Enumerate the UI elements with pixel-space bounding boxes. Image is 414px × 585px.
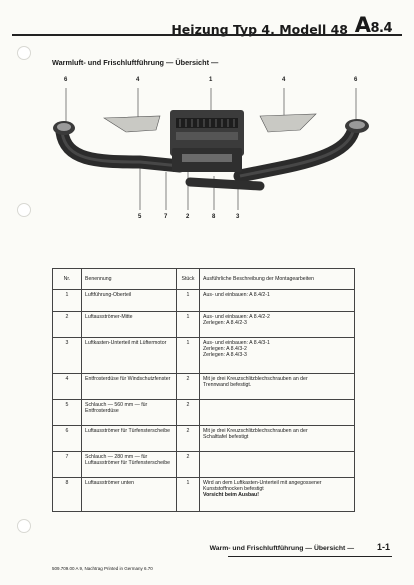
print-info: 509.709.00 A 9, Nachtrag Printed in Germ… [52, 566, 153, 571]
callout-top-1: 1 [209, 77, 213, 83]
row-nr: 4 [52, 373, 82, 400]
row-qty: 1 [176, 289, 200, 312]
row-nr: 5 [52, 399, 82, 426]
row-name: Luftausströmer-Mitte [81, 311, 177, 338]
footer-rule [228, 556, 392, 557]
callout-bottom-7: 7 [164, 214, 168, 220]
row-instructions: Wird an dem Luftkasten-Unterteil mit ang… [199, 477, 355, 512]
row-instructions [199, 399, 355, 426]
section-code-number: 8.4 [370, 21, 392, 36]
row-qty: 1 [176, 477, 200, 512]
section-code: A8.4 [354, 13, 393, 37]
binder-hole [17, 519, 31, 533]
row-nr: 1 [52, 289, 82, 312]
section-subtitle: Warmluft- und Frischluftführung — Übersi… [52, 58, 219, 67]
table-row: 3 Luftkasten-Unterteil mit Lüftermotor 1… [52, 337, 355, 374]
col-header-qty: Stück [176, 268, 200, 290]
table-row: 5 Schlauch — 560 mm — für Entfrosterdüse… [52, 399, 355, 426]
table-row: 7 Schlauch — 280 mm — für Luftausströmer… [52, 451, 355, 478]
row-instructions: Mit je drei Kreuzschlitzblechschrauben a… [199, 425, 355, 452]
table-row: 8 Luftausströmer unten 1 Wird an dem Luf… [52, 477, 355, 512]
row-qty: 2 [176, 451, 200, 478]
header-rule [12, 34, 402, 36]
page-number: 1-1 [376, 542, 390, 552]
footer-title: Warm- und Frischluftführung — Übersicht … [209, 545, 354, 552]
table-row: 1 Luftführung-Oberteil 1 Aus- und einbau… [52, 289, 355, 312]
row-qty: 2 [176, 399, 200, 426]
callout-top-6-left: 6 [64, 77, 68, 83]
row-name: Luftführung-Oberteil [81, 289, 177, 312]
row-name: Luftausströmer für Türfensterscheibe [81, 425, 177, 452]
callout-bottom-5: 5 [138, 214, 142, 220]
table-row: 6 Luftausströmer für Türfensterscheibe 2… [52, 425, 355, 452]
callout-top-6-right: 6 [354, 77, 358, 83]
section-code-letter: A [354, 13, 371, 37]
warning-text: Vorsicht beim Ausbau! [203, 492, 259, 498]
page-title: Heizung Typ 4, Modell 48 [171, 22, 348, 37]
binder-hole [17, 203, 31, 217]
col-header-instructions: Ausführliche Beschreibung der Montagearb… [199, 268, 355, 290]
callout-top-4-left: 4 [136, 77, 140, 83]
row-qty: 1 [176, 337, 200, 374]
row-nr: 2 [52, 311, 82, 338]
row-nr: 6 [52, 425, 82, 452]
row-qty: 2 [176, 425, 200, 452]
row-name: Schlauch — 560 mm — für Entfrosterdüse [81, 399, 177, 426]
callout-bottom-2: 2 [186, 214, 190, 220]
row-name: Luftausströmer unten [81, 477, 177, 512]
row-instructions: Aus- und einbauen: A 8.4/2-1 [199, 289, 355, 312]
row-name: Luftkasten-Unterteil mit Lüftermotor [81, 337, 177, 374]
col-header-name: Benennung [81, 268, 177, 290]
row-nr: 7 [52, 451, 82, 478]
row-nr: 3 [52, 337, 82, 374]
table-row: 2 Luftausströmer-Mitte 1 Aus- und einbau… [52, 311, 355, 338]
heater-duct-illustration [53, 88, 369, 210]
row-name: Schlauch — 280 mm — für Luftausströmer f… [81, 451, 177, 478]
callout-bottom-8: 8 [212, 214, 216, 220]
binder-hole [17, 46, 31, 60]
row-instructions [199, 451, 355, 478]
callout-bottom-3: 3 [236, 214, 240, 220]
row-qty: 1 [176, 311, 200, 338]
row-nr: 8 [52, 477, 82, 512]
row-name: Entfrosterdüse für Windschutzfenster [81, 373, 177, 400]
table-row: 4 Entfrosterdüse für Windschutzfenster 2… [52, 373, 355, 400]
col-header-nr: Nr. [52, 268, 82, 290]
row-instructions: Mit je drei Kreuzschlitzblechschrauben a… [199, 373, 355, 400]
callout-top-4-right: 4 [282, 77, 286, 83]
table-header-row: Nr. Benennung Stück Ausführliche Beschre… [52, 268, 355, 290]
parts-table: Nr. Benennung Stück Ausführliche Beschre… [52, 268, 355, 512]
row-qty: 2 [176, 373, 200, 400]
